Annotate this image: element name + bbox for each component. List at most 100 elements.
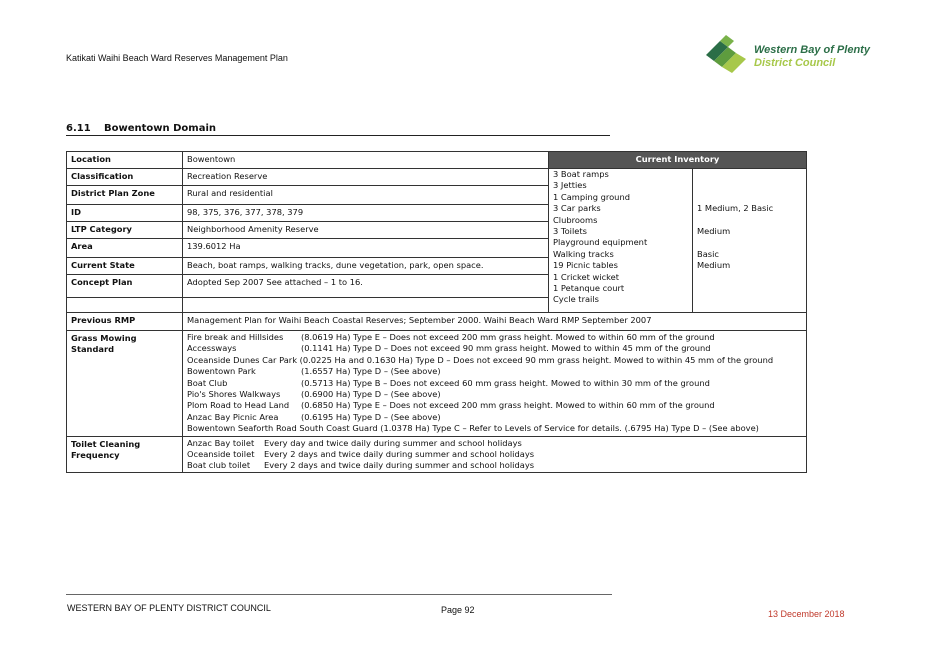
district-plan-zone-value: Rural and residential	[182, 185, 549, 205]
toilet-entry: Anzac Bay toilet Every day and twice dail…	[187, 438, 802, 449]
inventory-quality: 1 Medium, 2 Basic	[697, 203, 774, 214]
id-value: 98, 375, 376, 377, 378, 379	[182, 204, 549, 222]
inventory-quality	[697, 192, 802, 203]
inventory-quality	[697, 215, 802, 226]
mowing-area-detail: (8.0619 Ha) Type E – Does not exceed 200…	[301, 332, 715, 342]
section-number: 6.11	[66, 123, 91, 134]
document-title: Katikati Waihi Beach Ward Reserves Manag…	[66, 53, 288, 63]
toilet-name: Anzac Bay toilet	[187, 437, 255, 448]
mowing-area-name: Anzac Bay Picnic Area	[187, 411, 279, 422]
grass-mowing-entry: Pio's Shores Walkways (0.6900 Ha) Type D …	[187, 389, 802, 400]
logo-text-line1: Western Bay of Plenty	[754, 44, 870, 56]
toilet-cleaning-label-line2: Frequency	[71, 449, 120, 460]
mowing-area-detail: (0.6900 Ha) Type D – (See above)	[301, 389, 441, 400]
area-value: 139.6012 Ha	[182, 238, 549, 258]
grass-mowing-label-line1: Grass Mowing	[71, 333, 137, 343]
inventory-item: 3 Jetties	[553, 180, 587, 191]
empty-cell	[182, 297, 549, 313]
table-row-district-plan-zone: District Plan Zone Rural and residential	[66, 185, 807, 205]
council-logo: Western Bay of Plenty District Council	[702, 33, 882, 75]
toilet-entry: Oceanside toilet Every 2 days and twice d…	[187, 449, 802, 460]
inventory-item: Cycle trails	[553, 294, 599, 305]
inventory-quality: Medium	[697, 226, 731, 237]
grass-mowing-entry: Bowentown Park (1.6557 Ha) Type D – (See …	[187, 366, 802, 377]
district-plan-zone-label: District Plan Zone	[66, 185, 183, 205]
concept-plan-label: Concept Plan	[66, 274, 183, 298]
grass-mowing-label-line2: Standard	[71, 344, 115, 354]
inventory-quality	[697, 272, 802, 283]
inventory-item: 19 Picnic tables	[553, 260, 618, 271]
area-label: Area	[66, 238, 183, 258]
inventory-quality: Basic	[697, 248, 719, 259]
inventory-quality	[697, 170, 802, 181]
table-row-classification: Classification Recreation Reserve 3 Boat…	[66, 168, 808, 313]
mowing-area-name: Boat Club	[187, 377, 228, 388]
mowing-area-name: Accessways	[187, 343, 237, 354]
ltp-category-label: LTP Category	[66, 221, 183, 239]
inventory-item: 1 Petanque court	[553, 283, 625, 294]
inventory-heading: Current Inventory	[547, 151, 808, 169]
inventory-quality	[697, 283, 802, 294]
inventory-item: Clubrooms	[553, 214, 598, 225]
id-label: ID	[66, 204, 183, 222]
mowing-area-detail: (0.6195 Ha) Type D – (See above)	[301, 411, 441, 422]
table-row-area: Area 139.6012 Ha	[66, 238, 807, 258]
current-state-value: Beach, boat ramps, walking tracks, dune …	[182, 257, 549, 275]
current-state-label: Current State	[66, 257, 183, 275]
grass-mowing-label: Grass Mowing Standard	[66, 330, 183, 437]
mowing-area-name: Oceanside Dunes Car Park	[187, 354, 298, 365]
toilet-cleaning-label: Toilet Cleaning Frequency	[66, 435, 183, 473]
mowing-area-name: Fire break and Hillsides	[187, 332, 284, 342]
inventory-item: 1 Camping ground	[553, 191, 630, 202]
classification-value: Recreation Reserve	[182, 168, 549, 186]
inventory-item: Walking tracks	[553, 248, 614, 259]
table-row-id: ID 98, 375, 376, 377, 378, 379	[66, 204, 807, 222]
inventory-qualities: 1 Medium, 2 Basic Medium Basic Medium	[691, 168, 808, 313]
table-row-toilet-cleaning: Toilet Cleaning Frequency Anzac Bay toil…	[66, 435, 808, 473]
mowing-area-detail: (0.1141 Ha) Type D – Does not exceed 90 …	[301, 343, 711, 354]
inventory-quality	[697, 237, 802, 248]
toilet-cleaning-label-line1: Toilet Cleaning	[71, 438, 141, 449]
inventory-quality	[697, 180, 802, 191]
table-row-concept-plan: Concept Plan Adopted Sep 2007 See attach…	[66, 274, 807, 298]
footer-page-number: Page 92	[441, 605, 475, 615]
grass-mowing-entry: Fire break and Hillsides (8.0619 Ha) Type…	[187, 332, 802, 343]
toilet-name: Oceanside toilet	[187, 448, 255, 459]
mowing-area-name: Pio's Shores Walkways	[187, 389, 281, 400]
grass-mowing-entry: Boat Club(0.5713 Ha) Type B – Does not e…	[187, 378, 802, 389]
footer-date: 13 December 2018	[768, 609, 845, 619]
footer-organisation: WESTERN BAY OF PLENTY DISTRICT COUNCIL	[67, 603, 271, 613]
table-row-grass-mowing: Grass Mowing Standard Fire break and Hil…	[66, 330, 808, 437]
toilet-frequency: Every 2 days and twice daily during summ…	[264, 448, 535, 459]
grass-mowing-entry: Oceanside Dunes Car Park (0.0225 Ha and …	[187, 355, 802, 366]
section-title: Bowentown Domain	[104, 123, 217, 134]
grass-mowing-details: Fire break and Hillsides (8.0619 Ha) Type…	[181, 330, 808, 437]
empty-cell	[66, 297, 183, 313]
previous-rmp-label: Previous RMP	[66, 312, 183, 331]
previous-rmp-value: Management Plan for Waihi Beach Coastal …	[181, 312, 808, 331]
inventory-quality: Medium	[697, 260, 731, 271]
council-logo-icon	[706, 35, 746, 73]
table-row-location: Location Bowentown Current Inventory	[66, 151, 808, 169]
inventory-item: Playground equipment	[553, 237, 648, 248]
inventory-item: 3 Car parks	[553, 203, 601, 214]
ltp-category-value: Neighborhood Amenity Reserve	[182, 221, 549, 239]
section-heading: 6.11 Bowentown Domain	[66, 123, 610, 136]
toilet-frequency: Every day and twice daily during summer …	[264, 437, 522, 448]
inventory-item: 3 Toilets	[553, 226, 587, 237]
logo-text-line2: District Council	[754, 57, 836, 69]
concept-plan-value: Adopted Sep 2007 See attached – 1 to 16.	[182, 274, 549, 298]
footer-divider	[66, 594, 612, 595]
toilet-frequency: Every 2 days and twice daily during summ…	[264, 459, 535, 470]
mowing-area-detail: (0.6850 Ha) Type E – Does not exceed 200…	[301, 400, 715, 411]
mowing-area-detail: (1.6557 Ha) Type D – (See above)	[301, 366, 441, 377]
location-value: Bowentown	[182, 151, 549, 169]
inventory-items: 3 Boat ramps 3 Jetties 1 Camping ground …	[548, 168, 693, 313]
location-label: Location	[66, 151, 183, 169]
grass-mowing-entry: Plom Road to Head Land(0.6850 Ha) Type E…	[187, 400, 802, 411]
inventory-quality	[697, 294, 802, 305]
table-row-previous-rmp: Previous RMP Management Plan for Waihi B…	[66, 312, 808, 331]
mowing-area-name: Bowentown Park	[187, 366, 256, 377]
mowing-area-detail: (0.0225 Ha and 0.1630 Ha) Type D – Does …	[299, 354, 774, 365]
